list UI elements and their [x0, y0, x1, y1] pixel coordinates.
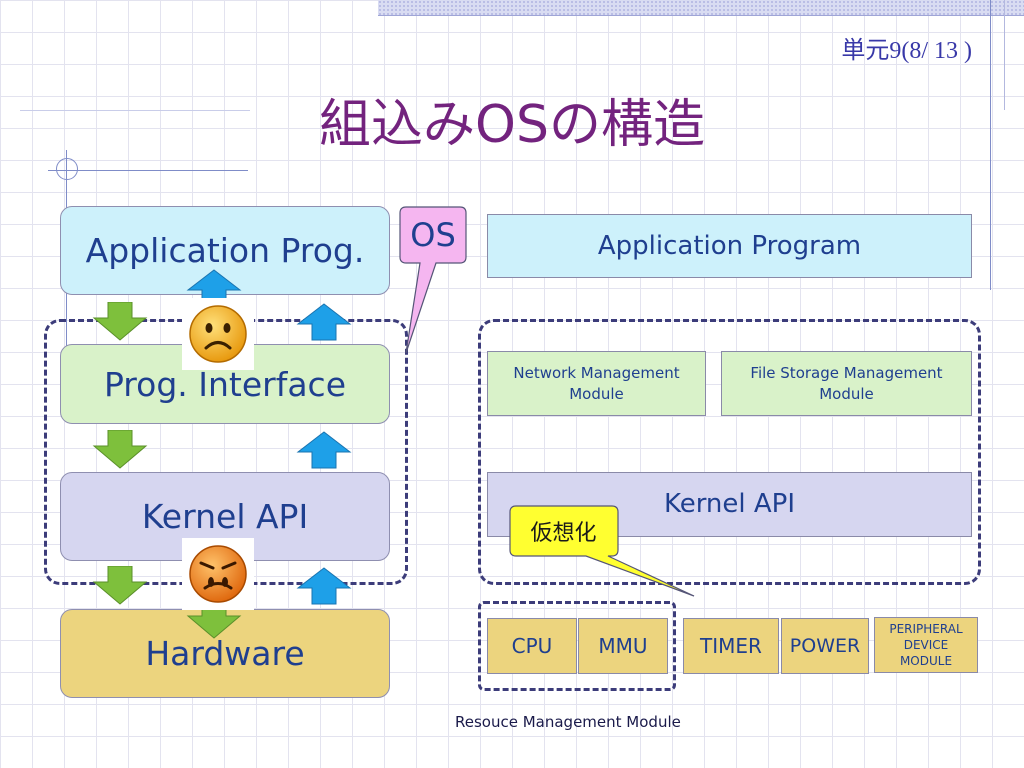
- sad-face-icon: [182, 298, 254, 370]
- arrow-up-icon: [296, 431, 352, 469]
- virtualization-callout-shape: [509, 505, 695, 597]
- decor-line: [990, 0, 991, 290]
- kernel-api-box: Kernel API: [60, 472, 390, 561]
- page-title: 組込みOSの構造: [319, 95, 705, 155]
- decor-line: [48, 170, 248, 171]
- slide-number: 単元9(8/ 13 ): [841, 38, 972, 64]
- peripheral-device-module: PERIPHERAL DEVICE MODULE: [874, 617, 978, 673]
- power-module: POWER: [781, 618, 869, 674]
- decor-circle: [56, 158, 78, 180]
- os-callout-shape: [399, 206, 467, 354]
- hardware-box: Hardware: [60, 609, 390, 698]
- resource-management-caption: Resouce Management Module: [455, 713, 681, 731]
- arrow-down-icon: [92, 566, 148, 605]
- os-callout-label: OS: [410, 216, 456, 254]
- cpu-module: CPU: [487, 618, 577, 674]
- timer-module: TIMER: [683, 618, 779, 674]
- arrow-up-icon: [296, 567, 352, 605]
- decor-line: [1004, 0, 1005, 110]
- frown-face-icon: [182, 538, 254, 610]
- mmu-module: MMU: [578, 618, 668, 674]
- os-modules-frame: [478, 319, 981, 585]
- file-storage-management-module: File Storage Management Module: [721, 351, 972, 416]
- application-program-box: Application Program: [487, 214, 972, 278]
- cpu-group-frame: [478, 601, 676, 691]
- virtualization-label: 仮想化: [530, 521, 597, 546]
- header-strip: [378, 0, 1024, 16]
- decor-line: [20, 110, 250, 111]
- arrow-down-icon: [92, 430, 148, 469]
- arrow-down-icon: [92, 302, 148, 341]
- network-management-module: Network Management Module: [487, 351, 706, 416]
- arrow-up-icon: [296, 303, 352, 341]
